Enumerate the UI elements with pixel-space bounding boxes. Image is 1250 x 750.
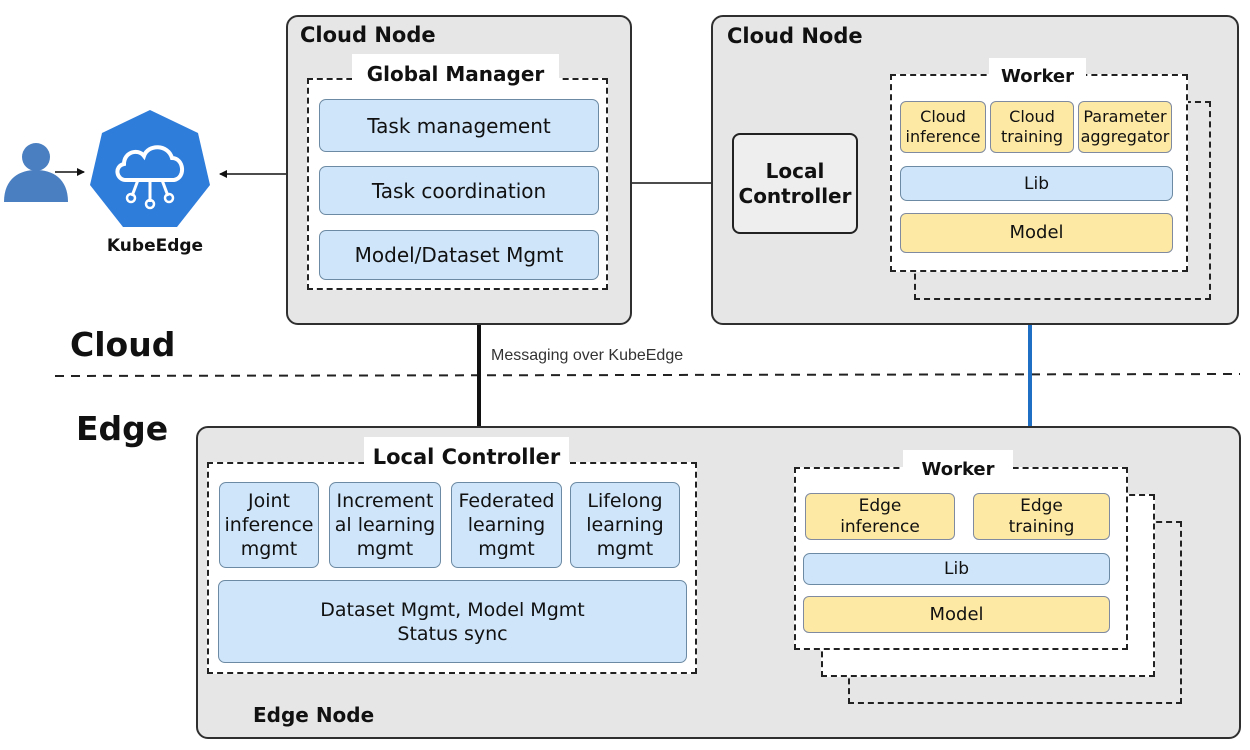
federated-learning-mgmt-box: Federated learning mgmt	[451, 482, 562, 568]
messaging-label: Messaging over KubeEdge	[491, 347, 684, 364]
global-manager-title: Global Manager	[352, 54, 559, 94]
edge-worker-title: Worker	[903, 450, 1013, 488]
dataset-model-mgmt-status-box: Dataset Mgmt, Model Mgmt Status sync	[218, 580, 687, 663]
cloud-model-box: Model	[900, 213, 1173, 253]
incremental-learning-mgmt-box: Increment al learning mgmt	[329, 482, 441, 568]
edge-inference-box: Edge inference	[805, 493, 955, 540]
cloud-local-controller: Local Controller	[732, 133, 858, 234]
user-icon	[2, 140, 70, 202]
cloud-node-2-title: Cloud Node	[727, 24, 863, 48]
edge-node-title: Edge Node	[253, 703, 375, 727]
edge-training-box: Edge training	[973, 493, 1110, 540]
edge-model-box: Model	[803, 596, 1110, 633]
cloud-edge-divider	[54, 373, 1241, 377]
cloud-training-box: Cloud training	[990, 101, 1074, 153]
kubeedge-logo	[86, 106, 214, 234]
cloud-section-label: Cloud	[70, 325, 176, 364]
cloud-node-1-title: Cloud Node	[300, 23, 436, 47]
task-management-box: Task management	[319, 99, 599, 152]
cloud-lib-box: Lib	[900, 166, 1173, 201]
kubeedge-cloud-icon	[90, 110, 210, 227]
cloud-worker-title: Worker	[989, 58, 1086, 94]
edge-local-controller-title: Local Controller	[364, 437, 569, 477]
kubeedge-label: KubeEdge	[106, 236, 204, 256]
cloud-inference-box: Cloud inference	[900, 101, 986, 153]
edge-section-label: Edge	[76, 409, 169, 448]
lifelong-learning-mgmt-box: Lifelong learning mgmt	[570, 482, 680, 568]
parameter-aggregator-box: Parameter aggregator	[1078, 101, 1172, 153]
task-coordination-box: Task coordination	[319, 166, 599, 215]
edge-lib-box: Lib	[803, 553, 1110, 585]
joint-inference-mgmt-box: Joint inference mgmt	[219, 482, 319, 568]
model-dataset-mgmt-box: Model/Dataset Mgmt	[319, 230, 599, 280]
